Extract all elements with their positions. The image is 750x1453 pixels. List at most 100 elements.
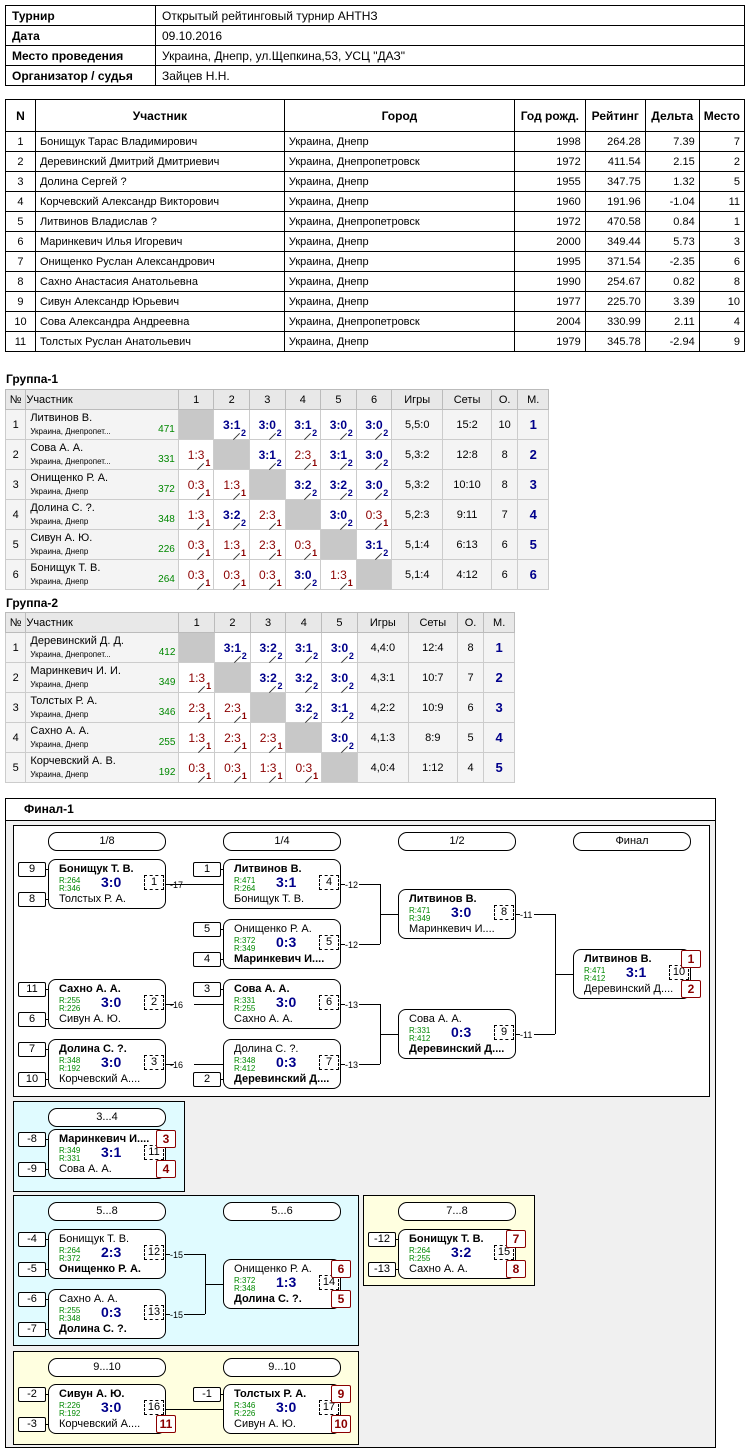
match-id: 15 (494, 1245, 514, 1260)
match-points: 2 (383, 428, 389, 438)
set-score: 3:0 (330, 670, 349, 685)
set-score: 0:3 (187, 567, 205, 582)
slash (340, 745, 348, 754)
place-badge: 2 (681, 980, 701, 998)
empty-cell (177, 409, 215, 440)
set-score: 3:2 (223, 507, 241, 522)
loser-link: -15 (170, 1250, 184, 1260)
player-2-name: Маринкевич И.... (234, 953, 325, 965)
connector-line (166, 1254, 170, 1255)
place-badge: 4 (156, 1160, 176, 1178)
table-cell: 6 (5, 231, 36, 252)
player-2-rating: R:255 (234, 1004, 256, 1013)
player-1-rating: R:255 (59, 996, 81, 1005)
match-id: 5 (319, 935, 339, 950)
match-points: 2 (347, 518, 353, 528)
set-score: 1:3 (188, 730, 206, 745)
player-2-rating: R:226 (59, 1004, 81, 1013)
table-cell: Украина, Днепр (283, 251, 515, 272)
player-2-rating: R:412 (409, 1034, 431, 1043)
connector-line (46, 1049, 48, 1050)
player-city: Украина, Днепропет... (30, 649, 111, 659)
player-city: Украина, Днепр (30, 486, 89, 496)
table-cell: 2.11 (644, 311, 700, 332)
table-cell: 5 (698, 171, 746, 192)
match-score: 3:0 (276, 1399, 297, 1415)
match-points: 1 (276, 548, 282, 558)
player-name: Литвинов В. (30, 411, 93, 424)
seed-box: 11 (18, 982, 46, 997)
group-o-cell: 8 (456, 632, 485, 663)
set-score: 2:3 (258, 537, 276, 552)
match-points: 2 (348, 711, 354, 721)
player-name: Сова А. А. (30, 441, 84, 454)
table-cell: 0.84 (644, 211, 700, 232)
slash (269, 775, 277, 784)
table-cell: 1955 (513, 171, 586, 192)
group-s-cell: 10:9 (407, 692, 458, 723)
player-name: Маринкевич И. И. (30, 664, 121, 677)
match-id: 7 (319, 1055, 339, 1070)
match-points: 2 (348, 681, 354, 691)
player-1-rating: R:372 (234, 936, 256, 945)
seed-box: 1 (193, 862, 221, 877)
table-cell: 9 (698, 331, 746, 352)
match-points: 2 (347, 428, 353, 438)
table-cell: -1.04 (644, 191, 700, 212)
slash (232, 432, 241, 441)
match-score: 3:0 (451, 904, 472, 920)
table-cell: 1972 (513, 151, 586, 172)
match-points: 1 (383, 518, 389, 528)
match-score: 0:3 (276, 934, 297, 950)
match-points: 2 (313, 651, 319, 661)
slash (197, 582, 205, 591)
place-badge: 5 (331, 1290, 351, 1308)
player-1-name: Литвинов В. (234, 863, 302, 875)
player-2-rating: R:192 (59, 1064, 81, 1073)
seed-box: -13 (368, 1262, 396, 1277)
set-score: 0:3 (187, 537, 205, 552)
player-2-rating: R:346 (59, 884, 81, 893)
match-id: 14 (319, 1275, 339, 1290)
player-2-name: Маринкевич И.... (409, 923, 495, 935)
player-city: Украина, Днепропет... (30, 426, 111, 436)
table-cell: 264.28 (584, 131, 646, 152)
connector-line (46, 1079, 48, 1080)
table-cell: 5 (5, 211, 36, 232)
group-m-cell: 4 (517, 499, 549, 530)
match-points: 1 (313, 771, 319, 781)
connector-line (379, 1034, 398, 1035)
connector-line (221, 929, 223, 930)
set-score: 3:1 (329, 447, 348, 462)
player-2-name: Долина С. ?. (234, 1293, 302, 1305)
empty-cell (321, 752, 358, 783)
group-o-cell: 10 (490, 409, 519, 440)
player-name: Корчевский А. В. (30, 754, 116, 767)
match-score: 3:0 (276, 994, 297, 1010)
seed-box: -7 (18, 1322, 46, 1337)
player-1-name: Толстых Р. А. (234, 1388, 307, 1400)
match-id: 1 (144, 875, 164, 890)
group-m-cell: 1 (483, 632, 515, 663)
empty-cell (249, 692, 287, 723)
table-cell: Украина, Днепропетровск (283, 311, 515, 332)
player-city: Украина, Днепр (30, 709, 89, 719)
set-score: 2:3 (259, 730, 277, 745)
